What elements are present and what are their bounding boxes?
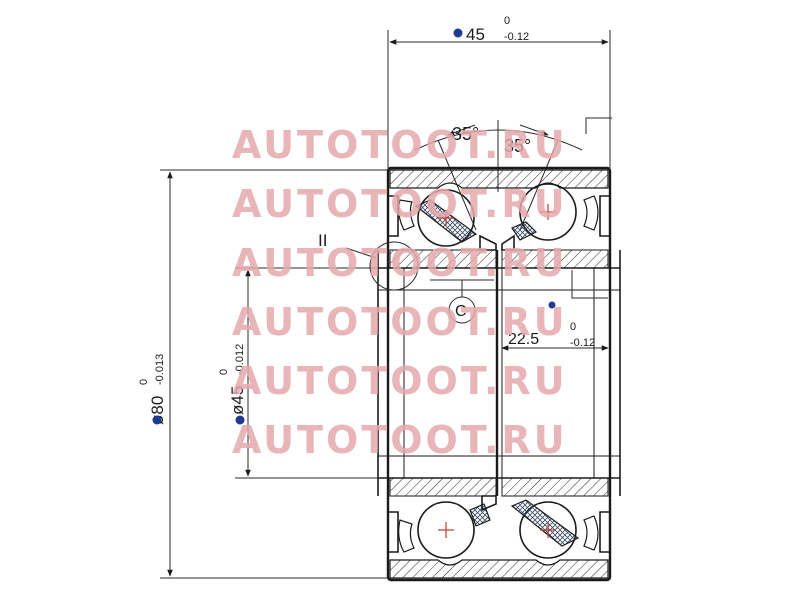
angle-right-label: 35° bbox=[504, 136, 531, 156]
watermark-text: AUTOTOOT.RU bbox=[232, 359, 568, 403]
dimension-bullet-icon bbox=[548, 301, 556, 309]
half-width-upper-tol: 0 bbox=[570, 321, 576, 333]
datum-marker: C bbox=[430, 279, 494, 324]
watermark-text: AUTOTOOT.RU bbox=[232, 182, 568, 226]
watermark-text: AUTOTOOT.RU bbox=[232, 418, 568, 462]
outer-diameter-value: ø80 bbox=[148, 396, 167, 425]
inner-diameter-upper-tol: 0 bbox=[218, 369, 230, 375]
outer-diameter-dimension: ø80 0 -0.013 bbox=[138, 169, 388, 579]
watermark: AUTOTOOT.RU AUTOTOOT.RU AUTOTOOT.RU AUTOTOO… bbox=[232, 123, 568, 462]
inner-diameter-dimension: ø45 0 -0.012 bbox=[218, 267, 470, 479]
inner-diameter-value: ø45 bbox=[228, 386, 247, 415]
width-dimension: 45 0 -0.12 bbox=[387, 15, 611, 168]
width-dimension-lower-tol: -0.12 bbox=[504, 31, 529, 43]
width-dimension-upper-tol: 0 bbox=[504, 15, 510, 27]
detail-callout: II bbox=[318, 231, 419, 291]
half-width-lower-tol: -0.12 bbox=[570, 337, 595, 349]
outer-diameter-lower-tol: -0.013 bbox=[154, 354, 166, 385]
watermark-text: AUTOTOOT.RU bbox=[232, 241, 568, 285]
datum-label: C bbox=[455, 303, 467, 320]
half-width-value: 22.5 bbox=[508, 331, 539, 348]
angle-left-label: 35° bbox=[452, 124, 479, 144]
half-width-dimension: 22.5 0 -0.12 bbox=[501, 270, 609, 351]
dimension-bullet-icon bbox=[453, 28, 463, 38]
detail-label: II bbox=[318, 231, 327, 250]
outer-diameter-upper-tol: 0 bbox=[138, 379, 150, 385]
dimension-bullet-icon bbox=[152, 415, 162, 425]
dimension-bullet-icon bbox=[235, 415, 245, 425]
watermark-text: AUTOTOOT.RU bbox=[232, 123, 568, 167]
bearing-cross-section bbox=[377, 166, 621, 582]
watermark-text: AUTOTOOT.RU bbox=[232, 300, 568, 344]
inner-diameter-lower-tol: -0.012 bbox=[234, 344, 246, 375]
width-dimension-value: 45 bbox=[466, 25, 485, 44]
